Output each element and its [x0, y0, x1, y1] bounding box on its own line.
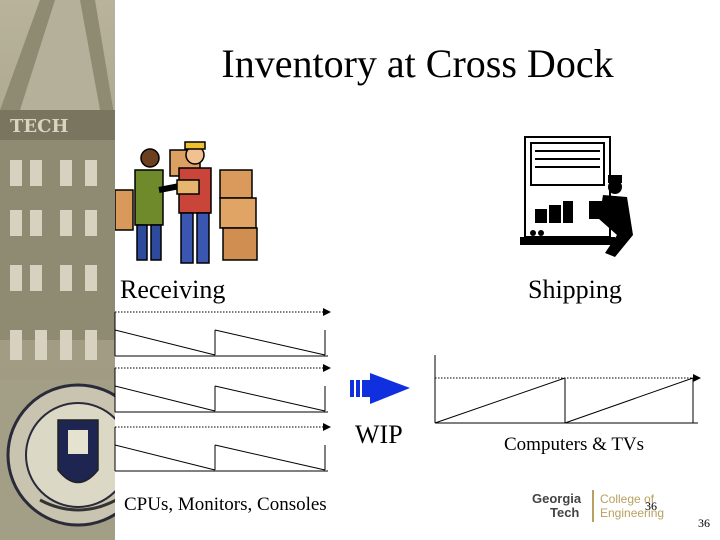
wip-label: WIP [355, 420, 403, 449]
tech-sign: TECH [10, 116, 68, 137]
logo-college-line1: College of [600, 492, 655, 506]
inventory-diagram [114, 308, 701, 472]
outbound-items-label: Computers & TVs [504, 434, 645, 455]
shipping-label: Shipping [528, 275, 622, 304]
inbound-stream-2 [114, 364, 331, 413]
receiving-workers-icon [115, 141, 258, 264]
logo-college-line2: Engineering [600, 506, 665, 520]
logo-line1: Georgia [532, 491, 582, 506]
georgia-tech-seal-icon [6, 383, 115, 527]
inbound-stream-3 [114, 423, 331, 472]
inbound-items-label: CPUs, Monitors, Consoles [124, 494, 327, 515]
slide-title: Inventory at Cross Dock [221, 41, 614, 86]
wip-arrow-icon [350, 373, 410, 404]
college-of-engineering-logo: Georgia Tech College of Engineering [532, 490, 692, 528]
receiving-label: Receiving [120, 275, 226, 304]
page-number-corner: 36 [698, 516, 710, 530]
inbound-stream-1 [114, 308, 331, 357]
tech-tower-photo: TECH [0, 0, 115, 540]
shipping-dock-icon [520, 136, 633, 257]
logo-line2: Tech [550, 505, 580, 520]
outbound-stream [434, 355, 701, 424]
page-number: 36 [645, 499, 657, 513]
